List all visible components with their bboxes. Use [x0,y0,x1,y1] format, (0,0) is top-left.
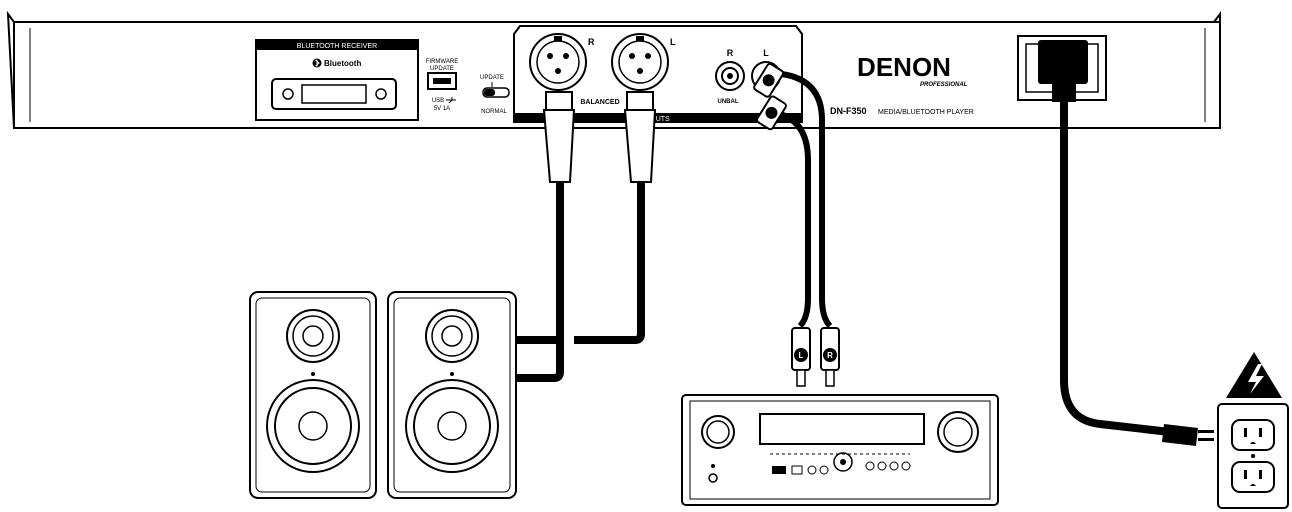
model-desc: MEDIA/BLUETOOTH PLAYER [878,109,974,116]
usb-bottom-label-2: 5V 1A [434,106,450,112]
usb-port: FIRMWARE UPDATE USB 5V 1A [426,59,458,112]
rca-cable: L R [753,62,840,387]
power-cable [1060,102,1214,446]
bluetooth-icon [312,58,322,68]
xlr-section-label: BALANCED [580,99,619,106]
rca-plug-right-label: R [827,351,833,360]
xlr-right-label: R [588,37,595,47]
usb-bottom-label-1: USB [432,98,444,104]
bt-label: BLUETOOTH RECEIVER [297,43,377,50]
brand-logo: DENON [857,52,951,82]
model-name: DN-F350 [830,106,867,116]
high-voltage-warning-icon [1226,352,1282,398]
xlr-cable-left [516,91,657,344]
xlr-jack-left [611,33,669,91]
rca-plug-left-label: L [799,351,804,360]
brand-block: DENON PROFESSIONAL DN-F350 MEDIA/BLUETOO… [830,52,974,116]
rca-plug-right: R [820,327,840,387]
brand-sub: PROFESSIONAL [920,82,968,88]
update-switch: UPDATE NORMAL [480,75,510,115]
wall-outlet [1217,403,1289,509]
xlr-cable-right [516,91,576,382]
usb-top-label-1: FIRMWARE [426,59,458,65]
bt-logo-text: Bluetooth [324,59,361,68]
rca-plug-left: L [791,327,811,387]
speaker-right [387,291,517,499]
switch-bottom-label: NORMAL [481,109,507,115]
usb-top-label-2: UPDATE [430,66,454,72]
usb-icon [446,97,456,104]
rca-section-label: UNBAL [718,99,739,105]
rear-panel [6,10,1221,129]
power-inlet [1017,35,1107,102]
av-receiver [681,394,999,506]
xlr-left-label: L [670,37,676,47]
xlr-jack-right [529,33,587,91]
rca-left-label: L [763,48,769,58]
bluetooth-receiver: BLUETOOTH RECEIVER Bluetooth [255,39,419,121]
switch-top-label: UPDATE [480,75,504,81]
speaker-left [249,291,377,499]
rca-right-label: R [727,48,734,58]
